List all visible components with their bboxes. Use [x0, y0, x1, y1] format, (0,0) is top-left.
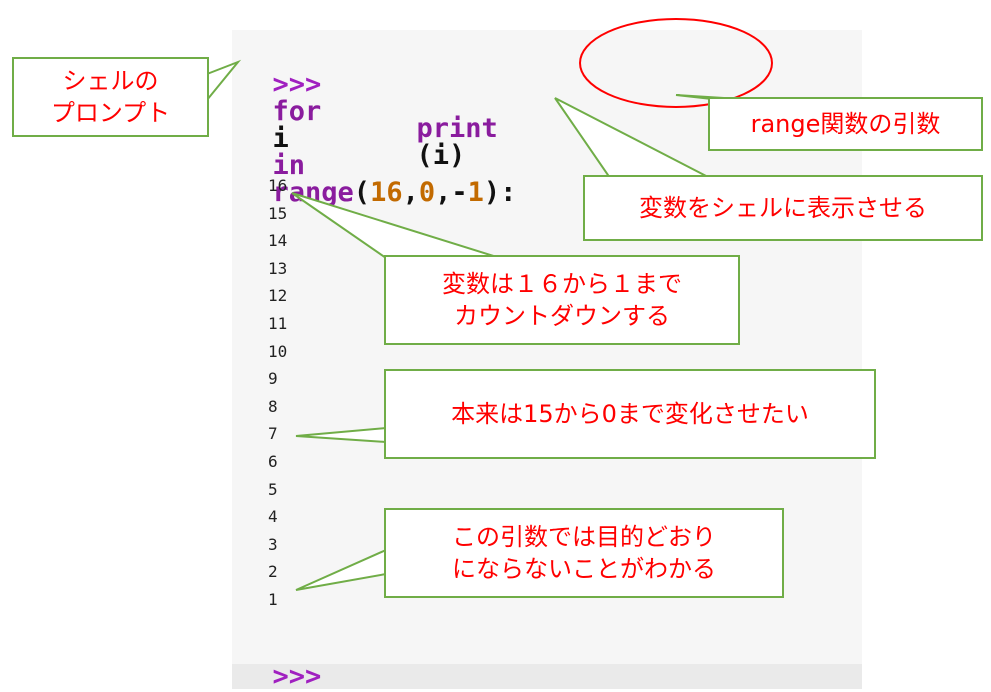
range-arg-start: 16 [370, 177, 403, 208]
callout-text: 変数をシェルに表示させる [639, 193, 927, 222]
callout-line: にならないことがわかる [452, 555, 716, 583]
print-function: print [416, 113, 498, 144]
shell-scroll-area[interactable] [232, 664, 862, 689]
output-line: 3 [268, 534, 278, 554]
callout-shell-prompt: シェルの プロンプト [12, 57, 209, 137]
callout-not-intended: この引数では目的どおり にならないことがわかる [384, 508, 784, 598]
range-arg-stop: 0 [418, 177, 436, 208]
callout-line: プロンプト [50, 99, 171, 127]
output-line: 6 [268, 452, 278, 471]
callout-line: カウントダウンする [454, 302, 670, 330]
paren-close: ): [483, 177, 517, 208]
range-arg-step: 1 [467, 177, 484, 208]
output-line: 10 [268, 341, 288, 361]
comma: , [402, 177, 419, 208]
output-line: 7 [268, 424, 278, 444]
output-line: 4 [268, 507, 278, 527]
output-line: 16 [268, 176, 288, 195]
output-line: 1 [268, 590, 278, 609]
shell-prompt-2: >>> [272, 661, 322, 692]
pointer-intended [295, 426, 387, 444]
comma-minus: ,- [435, 177, 468, 208]
pointer-not-intended [295, 548, 387, 591]
callout-print-var: 変数をシェルに表示させる [583, 175, 983, 241]
print-args: (i) [416, 140, 466, 171]
code-line-2: print (i) [384, 88, 498, 169]
keyword-for: for [272, 96, 322, 127]
output-line: 11 [268, 314, 288, 333]
callout-line: この引数では目的どおり [452, 522, 716, 551]
output-line: 5 [268, 479, 278, 499]
output-line: 9 [268, 369, 278, 389]
output-line: 14 [268, 231, 288, 251]
callout-countdown: 変数は１６から１まで カウントダウンする [384, 255, 740, 345]
output-line: 8 [268, 396, 278, 416]
paren-open: ( [353, 177, 371, 208]
callout-text: range関数の引数 [750, 109, 941, 138]
callout-intended: 本来は15から0まで変化させたい [384, 369, 876, 459]
output-line: 12 [268, 286, 288, 306]
callout-line: シェルの [62, 66, 159, 95]
callout-range-args: range関数の引数 [708, 97, 983, 151]
output-line: 13 [268, 258, 288, 278]
output-line: 2 [268, 562, 278, 582]
output-line: 15 [268, 203, 288, 223]
callout-text: 本来は15から0まで変化させたい [451, 399, 809, 428]
pointer-countdown [291, 192, 501, 259]
callout-line: 変数は１６から１まで [442, 269, 682, 298]
loop-variable: i [272, 123, 289, 154]
pointer-shell-prompt [206, 59, 242, 103]
range-args-ellipse [579, 18, 773, 108]
code-line-1: >>> for i in range(16,0,-1): [240, 44, 517, 208]
shell-prompt-final[interactable]: >>> [240, 636, 322, 692]
shell-prompt: >>> [272, 69, 322, 100]
pointer-print [554, 97, 711, 179]
keyword-in: in [272, 150, 306, 181]
